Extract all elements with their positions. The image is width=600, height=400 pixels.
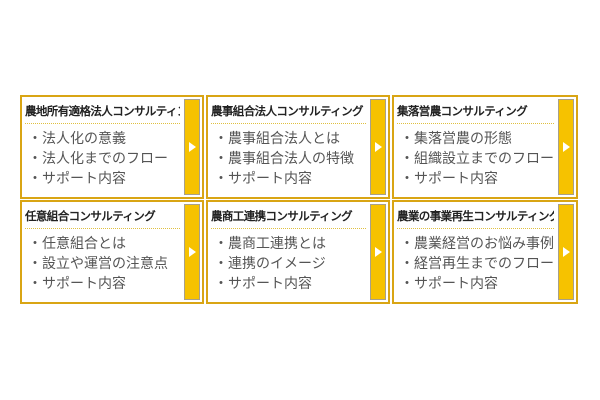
consulting-card[interactable]: 農業の事業再生コンサルティング農業経営のお悩み事例経営再生までのフローサポート内… (392, 200, 578, 304)
consulting-card[interactable]: 農事組合法人コンサルティング農事組合法人とは農事組合法人の特徴サポート内容 (206, 95, 390, 199)
arrow-right-icon (374, 142, 382, 152)
consulting-card[interactable]: 任意組合コンサルティング任意組合とは設立や運営の注意点サポート内容 (20, 200, 204, 304)
consulting-grid: 農地所有適格法人コンサルティング法人化の意義法人化までのフローサポート内容農事組… (20, 95, 578, 304)
card-list: 農事組合法人とは農事組合法人の特徴サポート内容 (214, 129, 354, 189)
list-item[interactable]: 設立や運営の注意点 (28, 254, 168, 274)
list-item[interactable]: 農事組合法人とは (214, 129, 354, 149)
more-button[interactable] (558, 99, 574, 195)
list-item[interactable]: 農業経営のお悩み事例 (400, 234, 554, 254)
list-item[interactable]: 法人化までのフロー (28, 149, 168, 169)
more-button[interactable] (370, 99, 386, 195)
list-item[interactable]: サポート内容 (400, 274, 554, 294)
card-title[interactable]: 集落営農コンサルティング (397, 104, 528, 118)
list-item[interactable]: サポート内容 (28, 274, 168, 294)
consulting-card[interactable]: 農地所有適格法人コンサルティング法人化の意義法人化までのフローサポート内容 (20, 95, 204, 199)
dotted-divider (397, 123, 554, 124)
card-title[interactable]: 農業の事業再生コンサルティング (397, 209, 554, 223)
card-list: 集落営農の形態組織設立までのフローサポート内容 (400, 129, 554, 189)
consulting-card[interactable]: 農商工連携コンサルティング農商工連携とは連携のイメージサポート内容 (206, 200, 390, 304)
dotted-divider (397, 228, 554, 229)
dotted-divider (25, 123, 180, 124)
list-item[interactable]: 農商工連携とは (214, 234, 326, 254)
list-item[interactable]: サポート内容 (400, 169, 554, 189)
list-item[interactable]: 組織設立までのフロー (400, 149, 554, 169)
list-item[interactable]: サポート内容 (214, 169, 354, 189)
dotted-divider (25, 228, 180, 229)
more-button[interactable] (184, 99, 200, 195)
arrow-right-icon (188, 247, 196, 257)
list-item[interactable]: 農事組合法人の特徴 (214, 149, 354, 169)
list-item[interactable]: サポート内容 (28, 169, 168, 189)
card-title[interactable]: 農商工連携コンサルティング (211, 209, 353, 223)
list-item[interactable]: 法人化の意義 (28, 129, 168, 149)
card-list: 法人化の意義法人化までのフローサポート内容 (28, 129, 168, 189)
dotted-divider (211, 123, 366, 124)
card-title[interactable]: 農事組合法人コンサルティング (211, 104, 364, 118)
list-item[interactable]: 集落営農の形態 (400, 129, 554, 149)
list-item[interactable]: 経営再生までのフロー (400, 254, 554, 274)
consulting-card[interactable]: 集落営農コンサルティング集落営農の形態組織設立までのフローサポート内容 (392, 95, 578, 199)
arrow-right-icon (562, 247, 570, 257)
more-button[interactable] (370, 204, 386, 300)
card-list: 農商工連携とは連携のイメージサポート内容 (214, 234, 326, 294)
list-item[interactable]: サポート内容 (214, 274, 326, 294)
list-item[interactable]: 連携のイメージ (214, 254, 326, 274)
dotted-divider (211, 228, 366, 229)
card-list: 任意組合とは設立や運営の注意点サポート内容 (28, 234, 168, 294)
more-button[interactable] (184, 204, 200, 300)
arrow-right-icon (188, 142, 196, 152)
card-list: 農業経営のお悩み事例経営再生までのフローサポート内容 (400, 234, 554, 294)
list-item[interactable]: 任意組合とは (28, 234, 168, 254)
arrow-right-icon (374, 247, 382, 257)
arrow-right-icon (562, 142, 570, 152)
card-title[interactable]: 農地所有適格法人コンサルティング (25, 104, 180, 118)
more-button[interactable] (558, 204, 574, 300)
card-title[interactable]: 任意組合コンサルティング (25, 209, 156, 223)
